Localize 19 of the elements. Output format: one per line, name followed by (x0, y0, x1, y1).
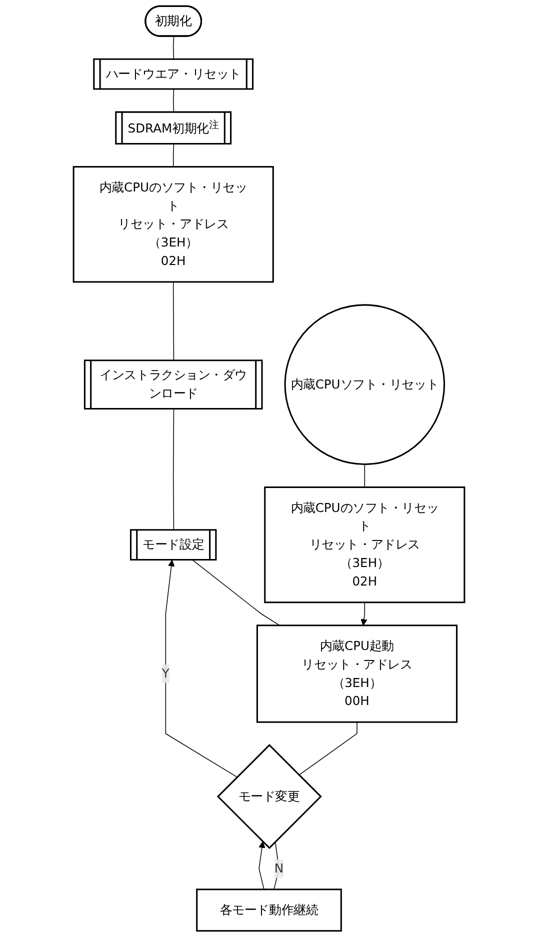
connector (172, 89, 174, 113)
node-box: 各モード動作継続 (196, 888, 342, 932)
connector (298, 722, 358, 776)
node-box: 内蔵CPUのソフト・リセット リセット・アドレス（3EH） 02H (72, 166, 274, 283)
connector (192, 560, 280, 626)
node-diamond: モード変更 (216, 744, 322, 850)
connector (364, 464, 366, 488)
edge-label: Y (162, 666, 170, 681)
arrow (165, 560, 238, 778)
connector (172, 408, 174, 531)
node-box: 内蔵CPU起動 リセット・アドレス（3EH） 00H (256, 624, 458, 723)
node-circle: 内蔵CPUソフト・リセット (284, 304, 446, 465)
connector (172, 36, 174, 60)
node-box: 内蔵CPUのソフト・リセット リセット・アドレス（3EH） 02H (264, 486, 466, 604)
edge-label: N (274, 861, 284, 876)
arrow (258, 841, 266, 890)
connector (172, 144, 174, 168)
arrow (360, 602, 368, 626)
connector (172, 282, 174, 362)
